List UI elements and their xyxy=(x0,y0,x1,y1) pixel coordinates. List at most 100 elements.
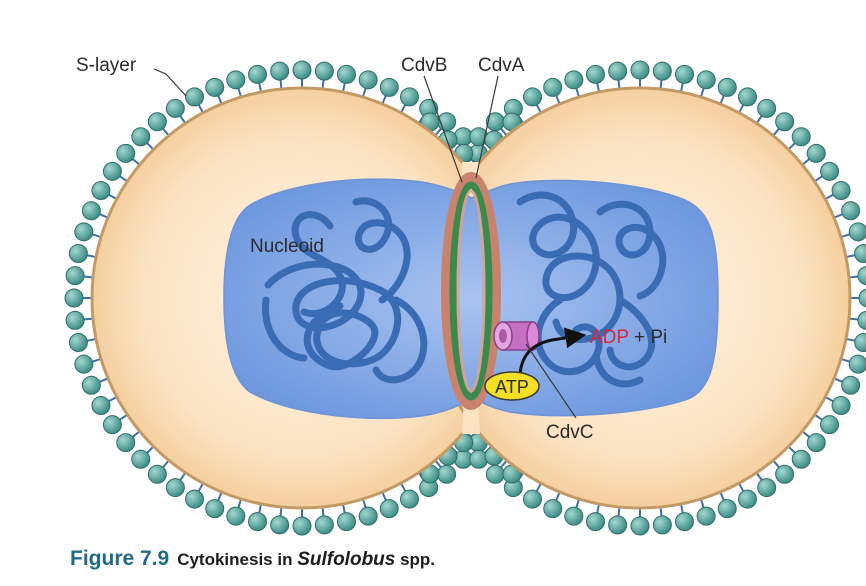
s-layer-bead xyxy=(399,87,419,107)
cdva-ring xyxy=(441,172,501,410)
s-layer-bead xyxy=(226,70,246,90)
adp-label: ADP xyxy=(590,327,629,348)
s-layer-bead xyxy=(854,332,866,352)
s-layer-bead xyxy=(74,222,94,242)
s-layer-bead xyxy=(65,266,85,286)
s-layer-bead xyxy=(248,64,268,84)
plus-pi-label: + Pi xyxy=(629,327,668,348)
s-layer-bead xyxy=(336,512,356,532)
s-layer-bead xyxy=(543,499,563,519)
s-layer-bead xyxy=(437,464,457,484)
s-layer-bead xyxy=(185,87,205,107)
s-layer-bead xyxy=(757,98,777,118)
s-layer-bead xyxy=(116,143,136,163)
s-layer-bead xyxy=(543,77,563,97)
s-layer-bead xyxy=(820,415,840,435)
cdvc-label: CdvC xyxy=(546,422,594,443)
s-layer-bead xyxy=(74,354,94,374)
s-layer-bead xyxy=(848,222,866,242)
s-layer-bead xyxy=(81,375,101,395)
s-layer-bead xyxy=(91,395,111,415)
atp-molecule xyxy=(484,371,540,401)
s-layer-bead xyxy=(91,181,111,201)
s-layer-bead xyxy=(857,266,866,286)
s-layer-bead xyxy=(399,489,419,509)
s-layer-bead xyxy=(270,61,290,81)
s-layer-bead xyxy=(564,70,584,90)
s-layer-bead xyxy=(674,512,694,532)
s-layer-beads xyxy=(64,60,866,536)
s-layer-bead xyxy=(831,181,851,201)
s-layer-bead xyxy=(586,64,606,84)
s-layer-bead xyxy=(165,478,185,498)
s-layer-bead xyxy=(608,61,628,81)
caption-text-after: spp. xyxy=(395,550,436,569)
s-layer-bead xyxy=(292,60,312,80)
nucleoid-label: Nucleoid xyxy=(250,236,324,257)
s-layer-bead xyxy=(652,515,672,535)
s-layer-bead xyxy=(717,77,737,97)
s-layer-bead xyxy=(717,499,737,519)
leader-lines xyxy=(153,68,577,419)
s-layer-bead xyxy=(737,87,757,107)
s-layer-bead xyxy=(523,489,543,509)
s-layer-bead xyxy=(64,288,84,308)
s-layer-bead xyxy=(848,354,866,374)
s-layer-bead xyxy=(586,512,606,532)
cdva-label: CdvA xyxy=(478,55,525,76)
s-layer-bead xyxy=(336,64,356,84)
s-layer-bead xyxy=(485,464,505,484)
s-layer-bead xyxy=(858,288,866,308)
s-layer-bead xyxy=(81,201,101,221)
cytokinesis-diagram: ATP ADP + Pi S-layer CdvB CdvA Nucleoid … xyxy=(64,55,866,536)
s-layer-bead xyxy=(68,332,88,352)
s-layer-bead xyxy=(358,70,378,90)
figure-caption: Figure 7.9 Cytokinesis in Sulfolobus spp. xyxy=(70,547,435,571)
s-layer-bead xyxy=(292,516,312,536)
s-layer-bead xyxy=(116,433,136,453)
caption-genus: Sulfolobus xyxy=(297,549,396,570)
s-layer-label: S-layer xyxy=(76,55,137,76)
s-layer-bead xyxy=(358,506,378,526)
s-layer-bead xyxy=(820,161,840,181)
s-layer-bead xyxy=(854,244,866,264)
cdvb-label: CdvB xyxy=(401,55,447,76)
s-layer-bead xyxy=(102,161,122,181)
s-layer-bead xyxy=(841,201,861,221)
cdvc-complex xyxy=(493,321,540,351)
s-layer-bead xyxy=(630,516,650,536)
s-layer-bead xyxy=(857,310,866,330)
s-layer-bead xyxy=(775,464,795,484)
s-layer-bead xyxy=(147,464,167,484)
caption-text-before: Cytokinesis in xyxy=(177,550,298,569)
s-layer-bead xyxy=(314,515,334,535)
s-layer-bead xyxy=(791,127,811,147)
s-layer-bead xyxy=(379,77,399,97)
left-dna xyxy=(261,197,428,384)
s-layer-bead xyxy=(831,395,851,415)
caption-text: Cytokinesis in Sulfolobus spp. xyxy=(177,549,436,570)
s-layer-bead xyxy=(564,506,584,526)
s-layer-bead xyxy=(608,515,628,535)
right-dna xyxy=(516,191,667,388)
s-layer-bead xyxy=(165,98,185,118)
s-layer-bead xyxy=(270,515,290,535)
s-layer-bead xyxy=(696,70,716,90)
s-layer-bead xyxy=(841,375,861,395)
s-layer-bead xyxy=(131,449,151,469)
s-layer-bead xyxy=(652,61,672,81)
s-layer-bead xyxy=(806,143,826,163)
s-layer-bead xyxy=(775,112,795,132)
s-layer-bead xyxy=(68,244,88,264)
figure-number: Figure 7.9 xyxy=(70,547,170,570)
s-layer-bead xyxy=(791,449,811,469)
s-layer-bead xyxy=(630,60,650,80)
s-layer-bead xyxy=(674,64,694,84)
s-layer-bead xyxy=(757,478,777,498)
s-layer-bead xyxy=(737,489,757,509)
s-layer-bead xyxy=(205,499,225,519)
s-layer-bead xyxy=(131,127,151,147)
s-layer-bead xyxy=(696,506,716,526)
s-layer-bead xyxy=(147,112,167,132)
s-layer-bead xyxy=(314,61,334,81)
